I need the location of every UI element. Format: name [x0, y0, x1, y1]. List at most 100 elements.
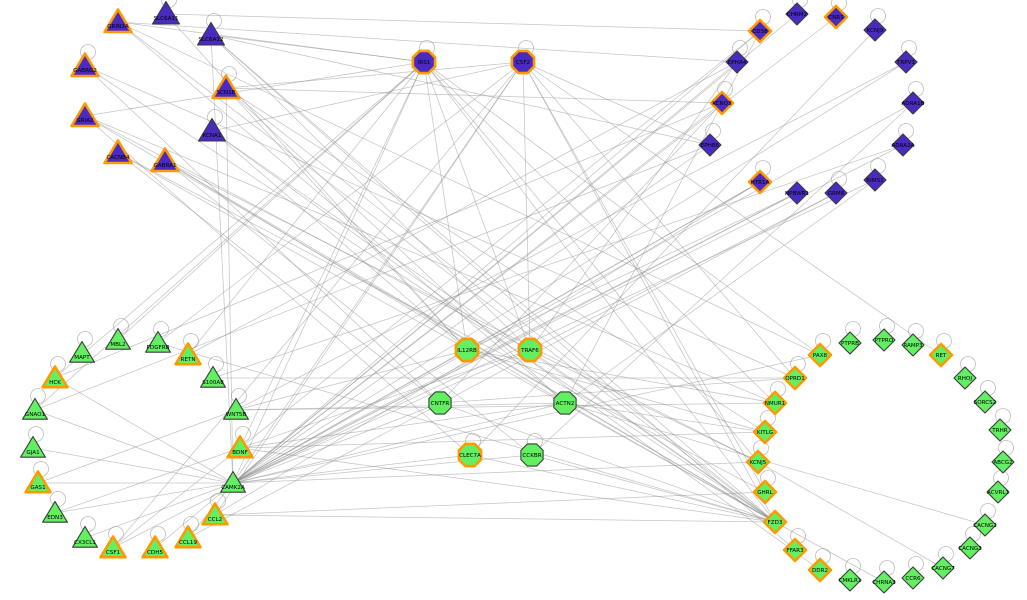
- node-kcna1[interactable]: KCNA1: [197, 117, 227, 142]
- diamond-shape: [752, 419, 778, 445]
- node-cacnb4[interactable]: CACNB4: [103, 139, 133, 165]
- edge: [225, 87, 468, 351]
- edge: [210, 34, 711, 146]
- octagon-shape: [428, 391, 452, 415]
- diamond-shape: [901, 333, 925, 357]
- node-traf6[interactable]: TRAF6: [517, 337, 543, 363]
- node-s100a8[interactable]: S100A8: [200, 365, 226, 388]
- node-actn2[interactable]: ACTN2: [553, 391, 577, 415]
- diamond-shape: [931, 556, 955, 580]
- node-hck[interactable]: HCK: [41, 365, 69, 389]
- triangle-shape: [196, 21, 226, 46]
- node-ccl2[interactable]: CCL2: [201, 502, 229, 526]
- node-mapt[interactable]: MAPT: [69, 340, 95, 363]
- diamond-shape: [725, 50, 749, 74]
- edge: [439, 402, 776, 523]
- edge: [112, 447, 241, 549]
- node-slc6a12[interactable]: SLC6A12: [196, 21, 226, 46]
- edge: [214, 491, 766, 516]
- node-gja1[interactable]: GJA1: [20, 435, 46, 458]
- edge: [522, 61, 531, 351]
- edge: [232, 61, 907, 484]
- edge: [531, 454, 776, 523]
- diamond-shape: [928, 342, 954, 368]
- node-slc6a11[interactable]: SLC6A11: [151, 0, 181, 25]
- triangle-shape: [145, 330, 171, 353]
- edge: [466, 192, 798, 351]
- node-il12rb[interactable]: IL12RB: [454, 337, 480, 363]
- node-fzd3[interactable]: FZD3: [762, 509, 788, 535]
- node-irs1[interactable]: IRS1: [411, 49, 437, 75]
- node-cckbr[interactable]: CCKBR: [520, 443, 544, 467]
- node-adra2a[interactable]: ADRA2A: [891, 133, 915, 157]
- node-clec7a[interactable]: CLEC7A: [457, 442, 483, 468]
- edge: [225, 61, 524, 89]
- edge: [32, 447, 234, 484]
- edge: [232, 102, 914, 484]
- edge: [439, 102, 723, 404]
- node-gabrg2[interactable]: GABRG2: [70, 52, 100, 78]
- node-scn1b[interactable]: SCN1B: [211, 74, 241, 100]
- edge: [210, 34, 531, 351]
- diamond-shape: [782, 537, 808, 563]
- triangle-shape: [24, 470, 52, 494]
- node-cmklr1[interactable]: CMKLR1: [838, 568, 862, 592]
- node-wnt5b[interactable]: WNT5B: [223, 397, 249, 420]
- edge: [232, 461, 759, 484]
- node-cntfr[interactable]: CNTFR: [428, 391, 452, 415]
- node-pdgfrb[interactable]: PDGFRB: [145, 330, 171, 353]
- octagon-shape: [520, 443, 544, 467]
- node-chrna3[interactable]: CHRNA3: [872, 570, 896, 594]
- triangle-shape: [103, 139, 133, 165]
- edge: [239, 402, 566, 449]
- node-cacng3[interactable]: CACNG3: [958, 536, 982, 560]
- edge: [211, 130, 821, 571]
- edge: [157, 61, 524, 344]
- edge: [187, 192, 837, 539]
- diamond-shape: [863, 18, 887, 42]
- edge: [54, 482, 234, 514]
- octagon-shape: [457, 442, 483, 468]
- edge: [117, 152, 441, 404]
- edge: [117, 21, 738, 63]
- node-cacng7[interactable]: CACNG7: [931, 556, 955, 580]
- node-csf1[interactable]: CSF1: [99, 535, 127, 559]
- diamond-shape: [988, 418, 1012, 442]
- node-cx3cl1[interactable]: CX3CL1: [72, 525, 98, 548]
- edge: [423, 61, 531, 351]
- diamond-shape: [872, 570, 896, 594]
- edge: [84, 65, 796, 379]
- triangle-shape: [197, 117, 227, 142]
- edge: [232, 192, 798, 484]
- edge: [522, 61, 711, 146]
- node-gabra1[interactable]: GABRA1: [150, 147, 180, 173]
- edge: [232, 454, 471, 484]
- edge: [564, 30, 761, 404]
- node-cdh5[interactable]: CDH5: [141, 535, 169, 559]
- diamond-shape: [762, 509, 788, 535]
- edge: [529, 349, 759, 463]
- edge: [235, 402, 776, 411]
- triangle-shape: [174, 525, 202, 549]
- node-gas1[interactable]: GAS1: [24, 470, 52, 494]
- node-npbwr1[interactable]: NPBWR1: [785, 181, 810, 205]
- node-acvrl1[interactable]: ACVRL1: [986, 480, 1010, 504]
- edge: [232, 61, 738, 484]
- nodes-layer: GRIN2ASLC6A11SLC6A12GABRG2SCN1BGRIA2KCNA…: [20, 0, 1015, 594]
- diamond-shape: [785, 2, 809, 26]
- node-grin2a[interactable]: GRIN2A: [103, 8, 133, 34]
- node-sorcs2[interactable]: SORCS2: [973, 390, 997, 414]
- diamond-shape: [901, 91, 925, 115]
- node-gnao1[interactable]: GNAO1: [22, 397, 48, 420]
- diamond-shape: [807, 342, 833, 368]
- edge: [469, 454, 776, 523]
- diamond-shape: [745, 449, 771, 475]
- diamond-shape: [872, 328, 896, 352]
- node-csf2[interactable]: CSF2: [510, 49, 536, 75]
- edge: [235, 349, 468, 411]
- triangle-shape: [70, 52, 100, 78]
- diamond-shape: [838, 568, 862, 592]
- node-cacng2[interactable]: CACNG2: [973, 513, 997, 537]
- node-ccl19[interactable]: CCL19: [174, 525, 202, 549]
